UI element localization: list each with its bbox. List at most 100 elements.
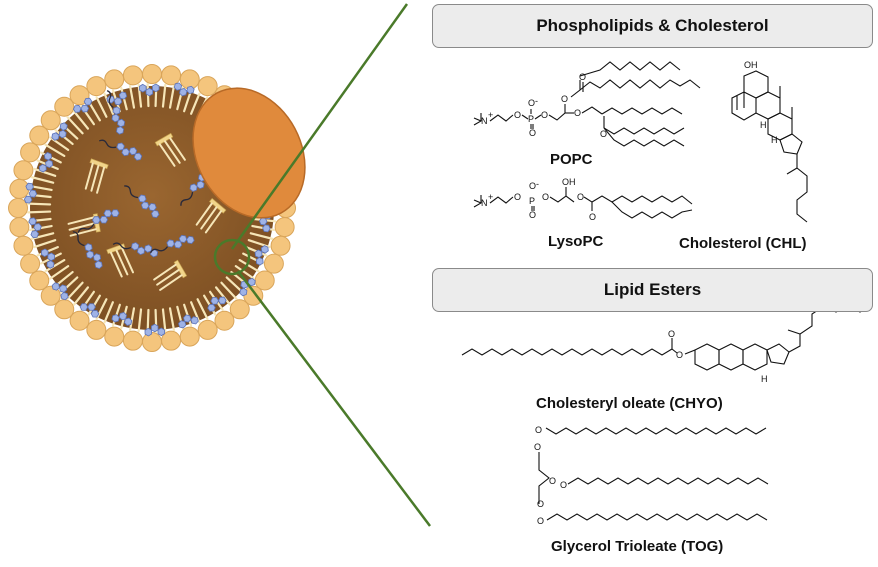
sterol-ring bbox=[83, 97, 93, 106]
sterol-molecule bbox=[38, 152, 54, 173]
phospholipid-tail bbox=[33, 167, 57, 177]
sterol-ring bbox=[46, 260, 55, 269]
sterol-ring bbox=[38, 163, 47, 173]
core-lipids bbox=[67, 90, 227, 291]
sterol-molecule bbox=[51, 122, 68, 141]
svg-text:O: O bbox=[676, 350, 683, 360]
triglyceride-tail bbox=[84, 162, 94, 190]
phospholipid-head bbox=[20, 253, 41, 274]
svg-text:O: O bbox=[529, 181, 536, 191]
lysopc-structure: N + O P O - O O OH O O bbox=[473, 177, 693, 222]
svg-text:O: O bbox=[535, 425, 542, 435]
zoom-line-top bbox=[230, 3, 409, 250]
phospholipid-tail bbox=[30, 232, 55, 240]
svg-text:P: P bbox=[528, 114, 534, 124]
cholesterol-structure: OH H H bbox=[731, 60, 808, 223]
triglyceride-tail bbox=[156, 269, 180, 286]
zoom-circle bbox=[213, 238, 251, 276]
sterol-molecule bbox=[111, 312, 133, 326]
sterol-ring bbox=[51, 132, 60, 141]
ester-ring bbox=[133, 152, 143, 161]
phospholipid-tail bbox=[44, 259, 66, 273]
phospholipid-head bbox=[161, 65, 182, 86]
triglyceride-tail bbox=[164, 140, 181, 164]
svg-text:O: O bbox=[541, 110, 548, 120]
phospholipid-head bbox=[9, 178, 30, 199]
phospholipid-head bbox=[13, 235, 34, 256]
sterol-ring bbox=[255, 257, 264, 266]
phospholipid-tail bbox=[48, 136, 70, 151]
sterol-molecule bbox=[254, 245, 269, 266]
sterol-ring bbox=[247, 277, 256, 287]
lipoprotein-particle bbox=[8, 64, 306, 352]
svg-text:N: N bbox=[481, 198, 488, 208]
phospholipid-tail bbox=[220, 281, 238, 300]
svg-text:O: O bbox=[560, 480, 567, 490]
sterol-ring bbox=[262, 224, 271, 233]
phospholipid-head bbox=[40, 285, 61, 306]
ester-ring bbox=[178, 234, 188, 243]
triglyceride-molecule bbox=[195, 197, 227, 234]
phospholipid-head bbox=[270, 235, 291, 256]
phospholipid-head bbox=[122, 330, 143, 351]
sterol-molecule bbox=[40, 248, 56, 269]
lipid-esters-header-label: Lipid Esters bbox=[603, 280, 702, 299]
svg-text:O: O bbox=[668, 329, 675, 339]
phospholipid-head bbox=[229, 299, 250, 320]
svg-text:O: O bbox=[534, 442, 541, 452]
sterol-molecule bbox=[23, 182, 38, 204]
ester-ring bbox=[84, 243, 93, 252]
triglyceride-tail bbox=[204, 210, 223, 234]
sterol-ring bbox=[25, 182, 34, 191]
triglyceride-tail bbox=[96, 166, 106, 194]
svg-text:O: O bbox=[537, 499, 544, 509]
ester-ring bbox=[186, 235, 195, 244]
sterol-ring bbox=[79, 303, 89, 311]
ester-ring bbox=[189, 183, 198, 192]
phospholipid-head bbox=[29, 270, 50, 291]
svg-text:O: O bbox=[579, 72, 586, 82]
popc-label: POPC bbox=[550, 151, 593, 168]
sterol-molecule bbox=[144, 323, 166, 337]
ester-ring bbox=[151, 209, 160, 218]
phospholipid-head bbox=[13, 160, 34, 181]
phospholipid-tail bbox=[137, 308, 143, 333]
sterol-ring bbox=[28, 217, 37, 226]
phospholipid-head bbox=[197, 319, 218, 340]
phospholipid-tail bbox=[66, 116, 84, 135]
phospholipid-tail bbox=[44, 143, 66, 157]
svg-text:H: H bbox=[761, 374, 768, 384]
phospholipid-tail bbox=[214, 286, 231, 306]
cholesteryl-ester-molecule bbox=[72, 231, 103, 269]
phospholipid-head bbox=[69, 85, 90, 106]
sterol-ring bbox=[111, 314, 120, 323]
glycerol-trioleate-label: Glycerol Trioleate (TOG) bbox=[551, 538, 724, 555]
phospholipid-tail bbox=[73, 110, 90, 130]
sterol-ring bbox=[60, 291, 69, 301]
triglyceride-molecule bbox=[106, 243, 134, 278]
sterol-molecule bbox=[178, 314, 199, 329]
ester-ring bbox=[110, 209, 120, 217]
svg-text:O: O bbox=[589, 212, 596, 222]
phospholipid-tail bbox=[189, 92, 201, 115]
ester-ring bbox=[116, 126, 125, 135]
triglyceride-tail bbox=[90, 164, 100, 192]
ester-ring bbox=[144, 244, 153, 253]
phospholipid-tail bbox=[95, 298, 108, 321]
sterol-ring bbox=[157, 327, 166, 337]
sterol-ring bbox=[152, 83, 160, 93]
sterol-molecule bbox=[173, 82, 195, 97]
svg-text:+: + bbox=[488, 192, 493, 202]
ester-tail bbox=[180, 191, 194, 206]
triglyceride-tail bbox=[121, 247, 134, 274]
ester-ring bbox=[92, 216, 101, 224]
sterol-ring bbox=[59, 122, 68, 131]
phospholipid-tail bbox=[26, 202, 52, 206]
svg-text:+: + bbox=[488, 110, 493, 120]
sterol-molecule bbox=[72, 97, 93, 113]
sterol-ring bbox=[239, 287, 248, 297]
triglyceride-molecule bbox=[84, 158, 109, 194]
phospholipid-tail bbox=[161, 83, 167, 108]
svg-text:-: - bbox=[535, 96, 538, 106]
